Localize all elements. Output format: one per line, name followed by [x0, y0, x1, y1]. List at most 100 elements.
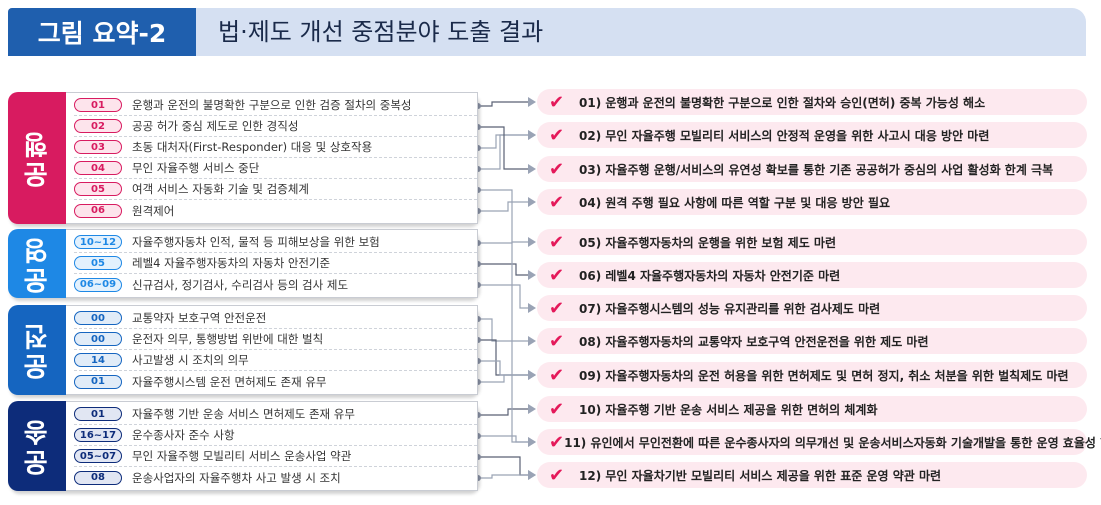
- connector-line: [478, 241, 530, 244]
- page-title: 법·제도 개선 중점분야 도출 결과: [218, 18, 544, 46]
- result-item: ✔ 03) 자율주행 운행/서비스의 유연성 확보를 통한 기존 공공허가 중심의…: [537, 156, 1087, 182]
- arrow-head-icon: [528, 437, 536, 447]
- item-text: 여객 서비스 자동화 기술 및 검증체계: [132, 182, 309, 196]
- result-item: ✔09) 자율주행자동차의 운전 허용을 위한 면허제도 및 면허 정지, 취소…: [537, 362, 1087, 388]
- list-item: 05 여객 서비스 자동화 기술 및 검증체계: [74, 179, 477, 200]
- connector-line: [478, 474, 530, 479]
- item-text: 신규검사, 정기검사, 수리검사 등의 검사 제도: [132, 277, 349, 292]
- group-body: 01 운행과 운전의 불명확한 구분으로 인한 검증 절차의 중복성 02 공공 허가…: [66, 92, 478, 224]
- result-text: 06) 레벨4 자율주행자동차의 자동차 안전기준 마련: [579, 268, 841, 283]
- item-text: 운수종사자 준수 사항: [132, 428, 235, 442]
- result-item: ✔02) 무인 자율주행 모빌리티 서비스의 안정적 운영을 위한 사고시 대응…: [537, 122, 1087, 148]
- list-item: 05~07 무인 자율주행 모빌리티 서비스 운송사업 약관: [74, 446, 477, 467]
- code-badge: 00: [74, 311, 122, 325]
- list-item: 16~17 운수종사자 준수 사항: [74, 425, 477, 446]
- connector-line: [478, 126, 530, 170]
- check-icon: ✔: [549, 191, 565, 213]
- item-text: 운전자 의무, 통행방법 위반에 대한 벌칙: [132, 332, 324, 346]
- result-text: 01) 운행과 운전의 불명확한 구분으로 인한 절차와 승인(면허) 중복 가…: [579, 95, 986, 110]
- result-item: ✔11) 유인에서 무인전환에 따른 운수종사자의 의무개선 및 운송서비스자동…: [537, 429, 1101, 455]
- code-badge: 01: [74, 407, 122, 421]
- item-text: 자율주행자동차 인적, 물적 등 피해보상을 위한 보험: [132, 235, 380, 249]
- arrow-head-icon: [528, 270, 536, 280]
- result-text: 10) 자율주행 기반 운송 서비스 제공을 위한 면허의 체계화: [579, 402, 878, 417]
- result-text: 08) 자율주행자동차의 교통약자 보호구역 안전운전을 위한 제도 마련: [579, 334, 929, 349]
- code-badge: 05~07: [74, 449, 122, 463]
- item-text: 공공 허가 중심 제도로 인한 경직성: [132, 119, 299, 133]
- group-label-text: 운행: [22, 128, 53, 188]
- check-icon: ✔: [549, 364, 565, 386]
- group-label: 운행: [8, 92, 66, 224]
- check-icon: ✔: [549, 264, 565, 286]
- code-badge: 16~17: [74, 428, 122, 442]
- check-icon: ✔: [549, 124, 565, 146]
- group-label-text: 운영: [22, 233, 53, 294]
- result-item: ✔ 06) 레벨4 자율주행자동차의 자동차 안전기준 마련: [537, 262, 1087, 288]
- check-icon: ✔: [549, 297, 565, 319]
- connector-line: [478, 374, 530, 383]
- code-badge: 03: [74, 140, 122, 154]
- check-icon: ✔: [549, 158, 565, 180]
- code-badge: 05: [74, 256, 122, 270]
- connector-line: [478, 435, 530, 443]
- result-item: ✔ 08) 자율주행자동차의 교통약자 보호구역 안전운전을 위한 제도 마련: [537, 328, 1087, 354]
- result-text: 07) 자율주행시스템의 성능 유지관리를 위한 검사제도 마련: [579, 301, 881, 316]
- connector-line: [478, 189, 530, 443]
- list-item: 00 교통약자 보호구역 안전운전: [74, 308, 477, 329]
- result-text: 03) 자율주행 운행/서비스의 유연성 확보를 통한 기존 공공허가 중심의 …: [579, 162, 1054, 177]
- code-badge: 02: [74, 119, 122, 133]
- check-icon: ✔: [549, 330, 565, 352]
- list-item: 01 자율주행 기반 운송 서비스 면허제도 존재 유무: [74, 404, 477, 425]
- group-3: 운송 01 자율주행 기반 운송 서비스 면허제도 존재 유무 16~17 운수종사자 …: [8, 401, 478, 491]
- check-icon: ✔: [549, 398, 565, 420]
- item-text: 무인 자율주행 서비스 중단: [132, 161, 260, 175]
- arrow-head-icon: [528, 164, 536, 174]
- result-item: ✔ 10) 자율주행 기반 운송 서비스 제공을 위한 면허의 체계화: [537, 396, 1087, 422]
- connector-line: [478, 339, 530, 376]
- connector-line: [478, 318, 530, 342]
- item-text: 무인 자율주행 모빌리티 서비스 운송사업 약관: [132, 449, 352, 463]
- check-icon: ✔: [549, 431, 565, 453]
- code-badge: 06: [74, 203, 122, 218]
- group-body: 00 교통약자 보호구역 안전운전 00 운전자 의무, 통행방법 위반에 대한 벌칙…: [66, 305, 478, 395]
- item-text: 사고발생 시 조치의 의무: [132, 353, 249, 367]
- list-item: 01 운행과 운전의 불명확한 구분으로 인한 검증 절차의 중복성: [74, 95, 477, 116]
- group-label: 운송: [8, 401, 66, 491]
- item-text: 운행과 운전의 불명확한 구분으로 인한 검증 절차의 중복성: [132, 98, 412, 112]
- connector-line: [478, 101, 530, 107]
- item-text: 자율주행 기반 운송 서비스 면허제도 존재 유무: [132, 407, 355, 421]
- group-body: 01 자율주행 기반 운송 서비스 면허제도 존재 유무 16~17 운수종사자 준수…: [66, 401, 478, 491]
- item-text: 교통약자 보호구역 안전운전: [132, 311, 267, 325]
- arrow-head-icon: [528, 197, 536, 207]
- code-badge: 05: [74, 182, 122, 196]
- code-badge: 14: [74, 353, 122, 367]
- group-0: 운행 01 운행과 운전의 불명확한 구분으로 인한 검증 절차의 중복성 02 공공 …: [8, 92, 478, 224]
- arrow-head-icon: [528, 404, 536, 414]
- result-text: 04) 원격 주행 필요 사항에 따른 역할 구분 및 대응 방안 필요: [579, 195, 891, 210]
- result-item: ✔12) 무인 자율차기반 모빌리티 서비스 제공을 위한 표준 운영 약관 마…: [537, 462, 1087, 488]
- connector-line: [478, 360, 530, 376]
- header-bar: 그림 요약-2 법·제도 개선 중점분야 도출 결과: [8, 8, 1086, 56]
- code-badge: 01: [74, 98, 122, 112]
- list-item: 04 무인 자율주행 서비스 중단: [74, 158, 477, 179]
- group-label-text: 운송: [22, 416, 53, 476]
- result-text: 11) 유인에서 무인전환에 따른 운수종사자의 의무개선 및 운송서비스자동화…: [564, 435, 1101, 450]
- arrow-head-icon: [528, 470, 536, 480]
- list-item: 14 사고발생 시 조치의 의무: [74, 350, 477, 371]
- arrow-head-icon: [528, 370, 536, 380]
- code-badge: 04: [74, 161, 122, 175]
- connector-line: [478, 284, 530, 309]
- group-label: 운전: [8, 305, 66, 395]
- code-badge: 01: [74, 374, 122, 389]
- figure-badge: 그림 요약-2: [8, 8, 196, 56]
- result-item: ✔ 04) 원격 주행 필요 사항에 따른 역할 구분 및 대응 방안 필요: [537, 189, 1087, 215]
- result-item: ✔05) 자율주행자동차의 운행을 위한 보험 제도 마련: [537, 229, 1087, 255]
- code-badge: 00: [74, 332, 122, 346]
